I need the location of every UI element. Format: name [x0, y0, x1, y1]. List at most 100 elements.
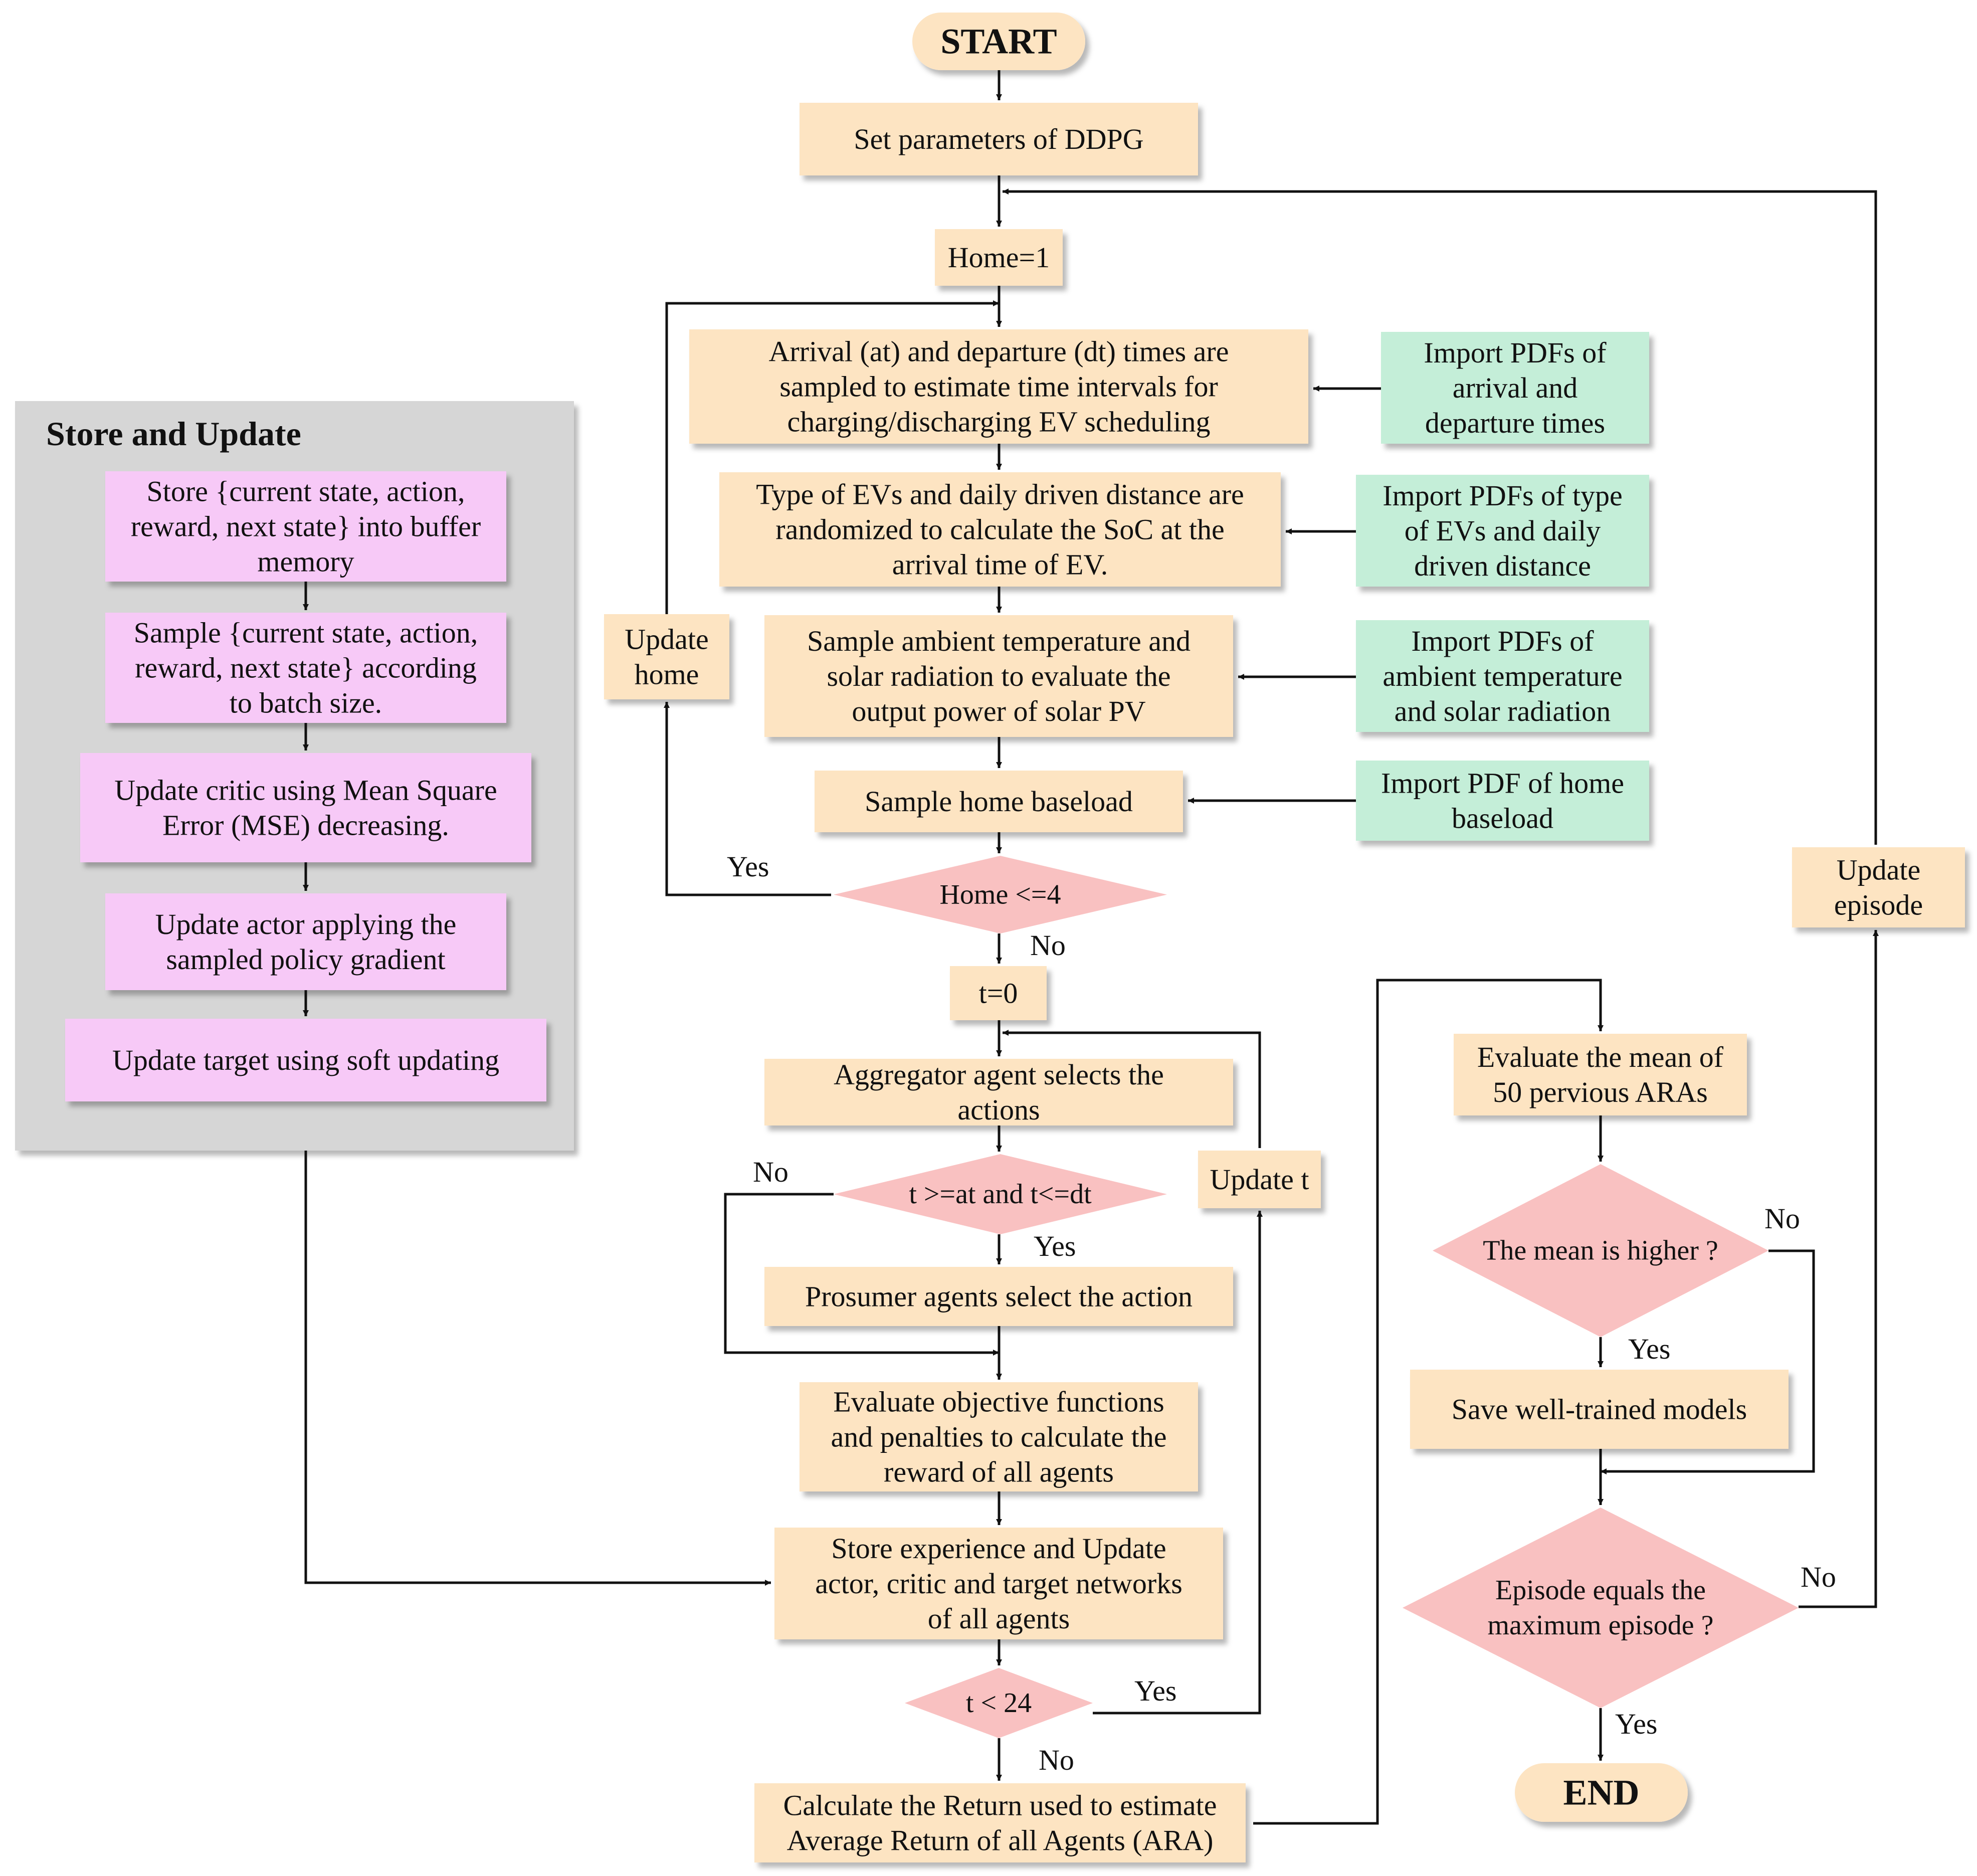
store-step-2: Sample {current state, action,reward, ne… — [105, 613, 506, 723]
store-step-text: memory — [257, 545, 354, 578]
node-start: START — [912, 13, 1085, 70]
node-text: Sample ambient temperature and — [807, 625, 1191, 657]
edge-updatet-aggregator — [1003, 1030, 1261, 1148]
node-text: t < 24 — [966, 1687, 1032, 1719]
node-text: Calculate the Return used to estimate — [783, 1789, 1217, 1822]
label-episode-no: No — [1801, 1561, 1836, 1593]
node-text: sampled to estimate time intervals for — [779, 370, 1218, 403]
store-step-text: Sample {current state, action, — [134, 617, 478, 649]
store-step-text: reward, next state} according — [135, 652, 477, 684]
node-t-window: t >=at and t<=dt — [834, 1154, 1167, 1234]
label-mean-no: No — [1764, 1202, 1800, 1235]
store-step-text: reward, next state} into buffer — [131, 510, 481, 543]
node-text: t=0 — [979, 977, 1018, 1010]
node-text: reward of all agents — [884, 1456, 1114, 1488]
node-text: Episode equals the — [1495, 1575, 1706, 1606]
label-home-yes: Yes — [727, 850, 769, 883]
edge-labels: Yes No No Yes Yes No No Yes No Yes — [727, 850, 1836, 1776]
node-text: Home <=4 — [939, 879, 1061, 910]
edge-episode-no — [1799, 930, 1879, 1608]
node-text: Prosumer agents select the action — [805, 1280, 1193, 1313]
node-text: Update — [1837, 854, 1921, 886]
node-text: solar radiation to evaluate the — [827, 660, 1170, 692]
node-t-init: t=0 — [950, 966, 1047, 1020]
node-text: charging/discharging EV scheduling — [787, 406, 1210, 438]
edges — [304, 70, 1879, 1825]
edge-return-evalmean — [1253, 979, 1604, 1825]
store-step-text: to batch size. — [230, 687, 382, 719]
edge-homecheck-yes — [664, 702, 831, 896]
store-step-text: Update critic using Mean Square — [114, 774, 497, 807]
label-t24-yes: Yes — [1134, 1674, 1176, 1707]
node-text: Store experience and Update — [831, 1532, 1166, 1565]
node-text: Set parameters of DDPG — [854, 123, 1143, 155]
node-text: actions — [957, 1093, 1040, 1126]
store-step-text: Update target using soft updating — [112, 1044, 499, 1076]
node-text: t >=at and t<=dt — [909, 1179, 1092, 1210]
edge-t24-yes — [1093, 1211, 1263, 1715]
node-text: baseload — [1452, 802, 1553, 835]
node-text: ambient temperature — [1382, 660, 1622, 692]
store-panel-title: Store and Update — [46, 415, 301, 453]
node-save-models: Save well-trained models — [1410, 1370, 1789, 1449]
node-end: END — [1515, 1763, 1688, 1822]
node-text: The mean is higher ? — [1483, 1235, 1718, 1266]
node-text: Arrival (at) and departure (dt) times ar… — [769, 335, 1229, 368]
node-text: driven distance — [1414, 549, 1591, 582]
node-text: END — [1563, 1773, 1639, 1813]
node-text: Import PDFs of — [1424, 336, 1607, 369]
node-text: 50 pervious ARAs — [1493, 1076, 1708, 1108]
edge-window-no — [724, 1193, 999, 1356]
node-text: and solar radiation — [1395, 695, 1611, 727]
edge-updateepisode-home — [1003, 189, 1877, 845]
node-text: and penalties to calculate the — [831, 1421, 1167, 1453]
node-text: of EVs and daily — [1405, 514, 1601, 547]
node-episode-check: Episode equals the maximum episode ? — [1403, 1508, 1799, 1708]
store-step-text: Store {current state, action, — [147, 475, 465, 508]
node-text: Import PDF of home — [1381, 767, 1624, 800]
label-episode-yes: Yes — [1615, 1708, 1657, 1740]
label-window-yes: Yes — [1034, 1230, 1076, 1262]
label-mean-yes: Yes — [1628, 1333, 1670, 1365]
store-step-text: Error (MSE) decreasing. — [162, 809, 449, 842]
node-text: Update t — [1210, 1163, 1309, 1196]
node-text: maximum episode ? — [1487, 1610, 1713, 1641]
node-text: Import PDFs of — [1411, 625, 1594, 657]
label-home-no: No — [1030, 929, 1066, 962]
store-update-panel: Store and Update Store {current state, a… — [15, 401, 574, 1151]
node-home-init: Home=1 — [935, 229, 1063, 286]
node-text: episode — [1834, 889, 1923, 921]
node-text: Evaluate objective functions — [833, 1386, 1164, 1418]
node-text: arrival and — [1453, 371, 1578, 404]
node-text: Home=1 — [948, 241, 1050, 274]
node-ev-type: Type of EVs and daily driven distance ar… — [719, 472, 1281, 587]
node-text: actor, critic and target networks — [815, 1567, 1182, 1600]
node-text: Sample home baseload — [865, 785, 1133, 818]
node-set-params: Set parameters of DDPG — [800, 103, 1198, 175]
node-text: arrival time of EV. — [892, 548, 1108, 581]
store-step-text: Update actor applying the — [155, 908, 457, 941]
node-baseload: Sample home baseload — [815, 771, 1183, 832]
node-home-check: Home <=4 — [834, 856, 1167, 933]
store-step-5: Update target using soft updating — [65, 1019, 546, 1101]
edge-panel-store — [304, 1151, 771, 1586]
node-text: Update — [625, 623, 709, 656]
label-window-no: No — [753, 1156, 788, 1188]
node-text: Save well-trained models — [1452, 1393, 1747, 1426]
node-text: of all agents — [928, 1602, 1070, 1635]
node-calc-return: Calculate the Return used to estimateAve… — [754, 1783, 1246, 1862]
node-text: Aggregator agent selects the — [834, 1058, 1164, 1091]
